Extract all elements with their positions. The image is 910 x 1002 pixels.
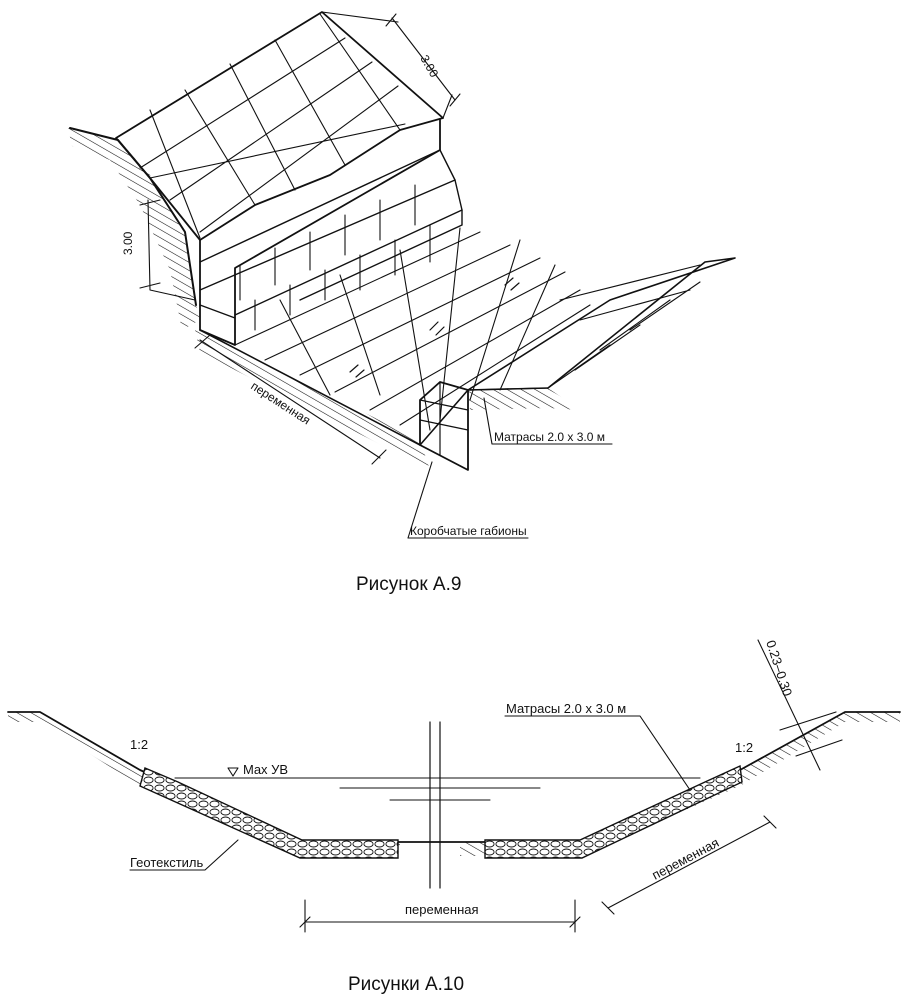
label-slope-left: 1:2 — [130, 737, 148, 752]
label-mattress-a9: Матрасы 2.0 х 3.0 м — [494, 430, 605, 444]
label-mattress-a10: Матрасы 2.0 х 3.0 м — [506, 701, 626, 716]
leader-mattress-a9: Матрасы 2.0 х 3.0 м — [483, 397, 613, 445]
gabion-top-surface — [115, 11, 444, 241]
caption-figure-a10: Рисунки А.10 — [348, 974, 464, 995]
figure-a10-channel-cross-section: Max УВ 1:2 1:2 Матрасы 2.0 х 3.0 м Геоте… — [7, 638, 901, 995]
gabion-end-box — [419, 381, 549, 471]
dimension-top-3m: 3.00 — [321, 11, 461, 119]
channel-axis — [429, 721, 441, 889]
gabion-stepped-wall — [199, 119, 463, 346]
dimension-left-label: 3.00 — [121, 231, 135, 255]
label-thickness: 0.23–0.30 — [763, 638, 795, 698]
caption-figure-a9: Рисунок А.9 — [356, 574, 461, 595]
dimension-bottom-width: переменная — [299, 899, 581, 933]
dimension-top-label: 3.00 — [417, 53, 441, 81]
dimension-left-3m: 3.00 — [121, 199, 196, 301]
leader-geotextile: Геотекстиль — [129, 839, 239, 871]
soil-hatching-base — [195, 330, 580, 470]
mattress-channel-bottom — [199, 227, 736, 446]
leader-mattress-a10: Матрасы 2.0 х 3.0 м — [504, 701, 691, 791]
label-slope-length: переменная — [649, 835, 721, 883]
leader-gabions-a9: Коробчатые габионы — [407, 461, 529, 539]
label-gabions-a9: Коробчатые габионы — [410, 524, 527, 538]
label-bottom-width: переменная — [405, 902, 479, 917]
label-slope-right: 1:2 — [735, 740, 753, 755]
label-water-level: Max УВ — [243, 762, 288, 777]
mattress-lining — [139, 764, 743, 859]
label-geotextile: Геотекстиль — [130, 855, 204, 870]
figure-a9-gabion-channel: 3.00 3.00 переменная Матрасы 2.0 х 3.0 м… — [68, 11, 736, 595]
water-level: Max УВ — [174, 762, 701, 801]
dimension-thickness: 0.23–0.30 — [757, 638, 843, 771]
